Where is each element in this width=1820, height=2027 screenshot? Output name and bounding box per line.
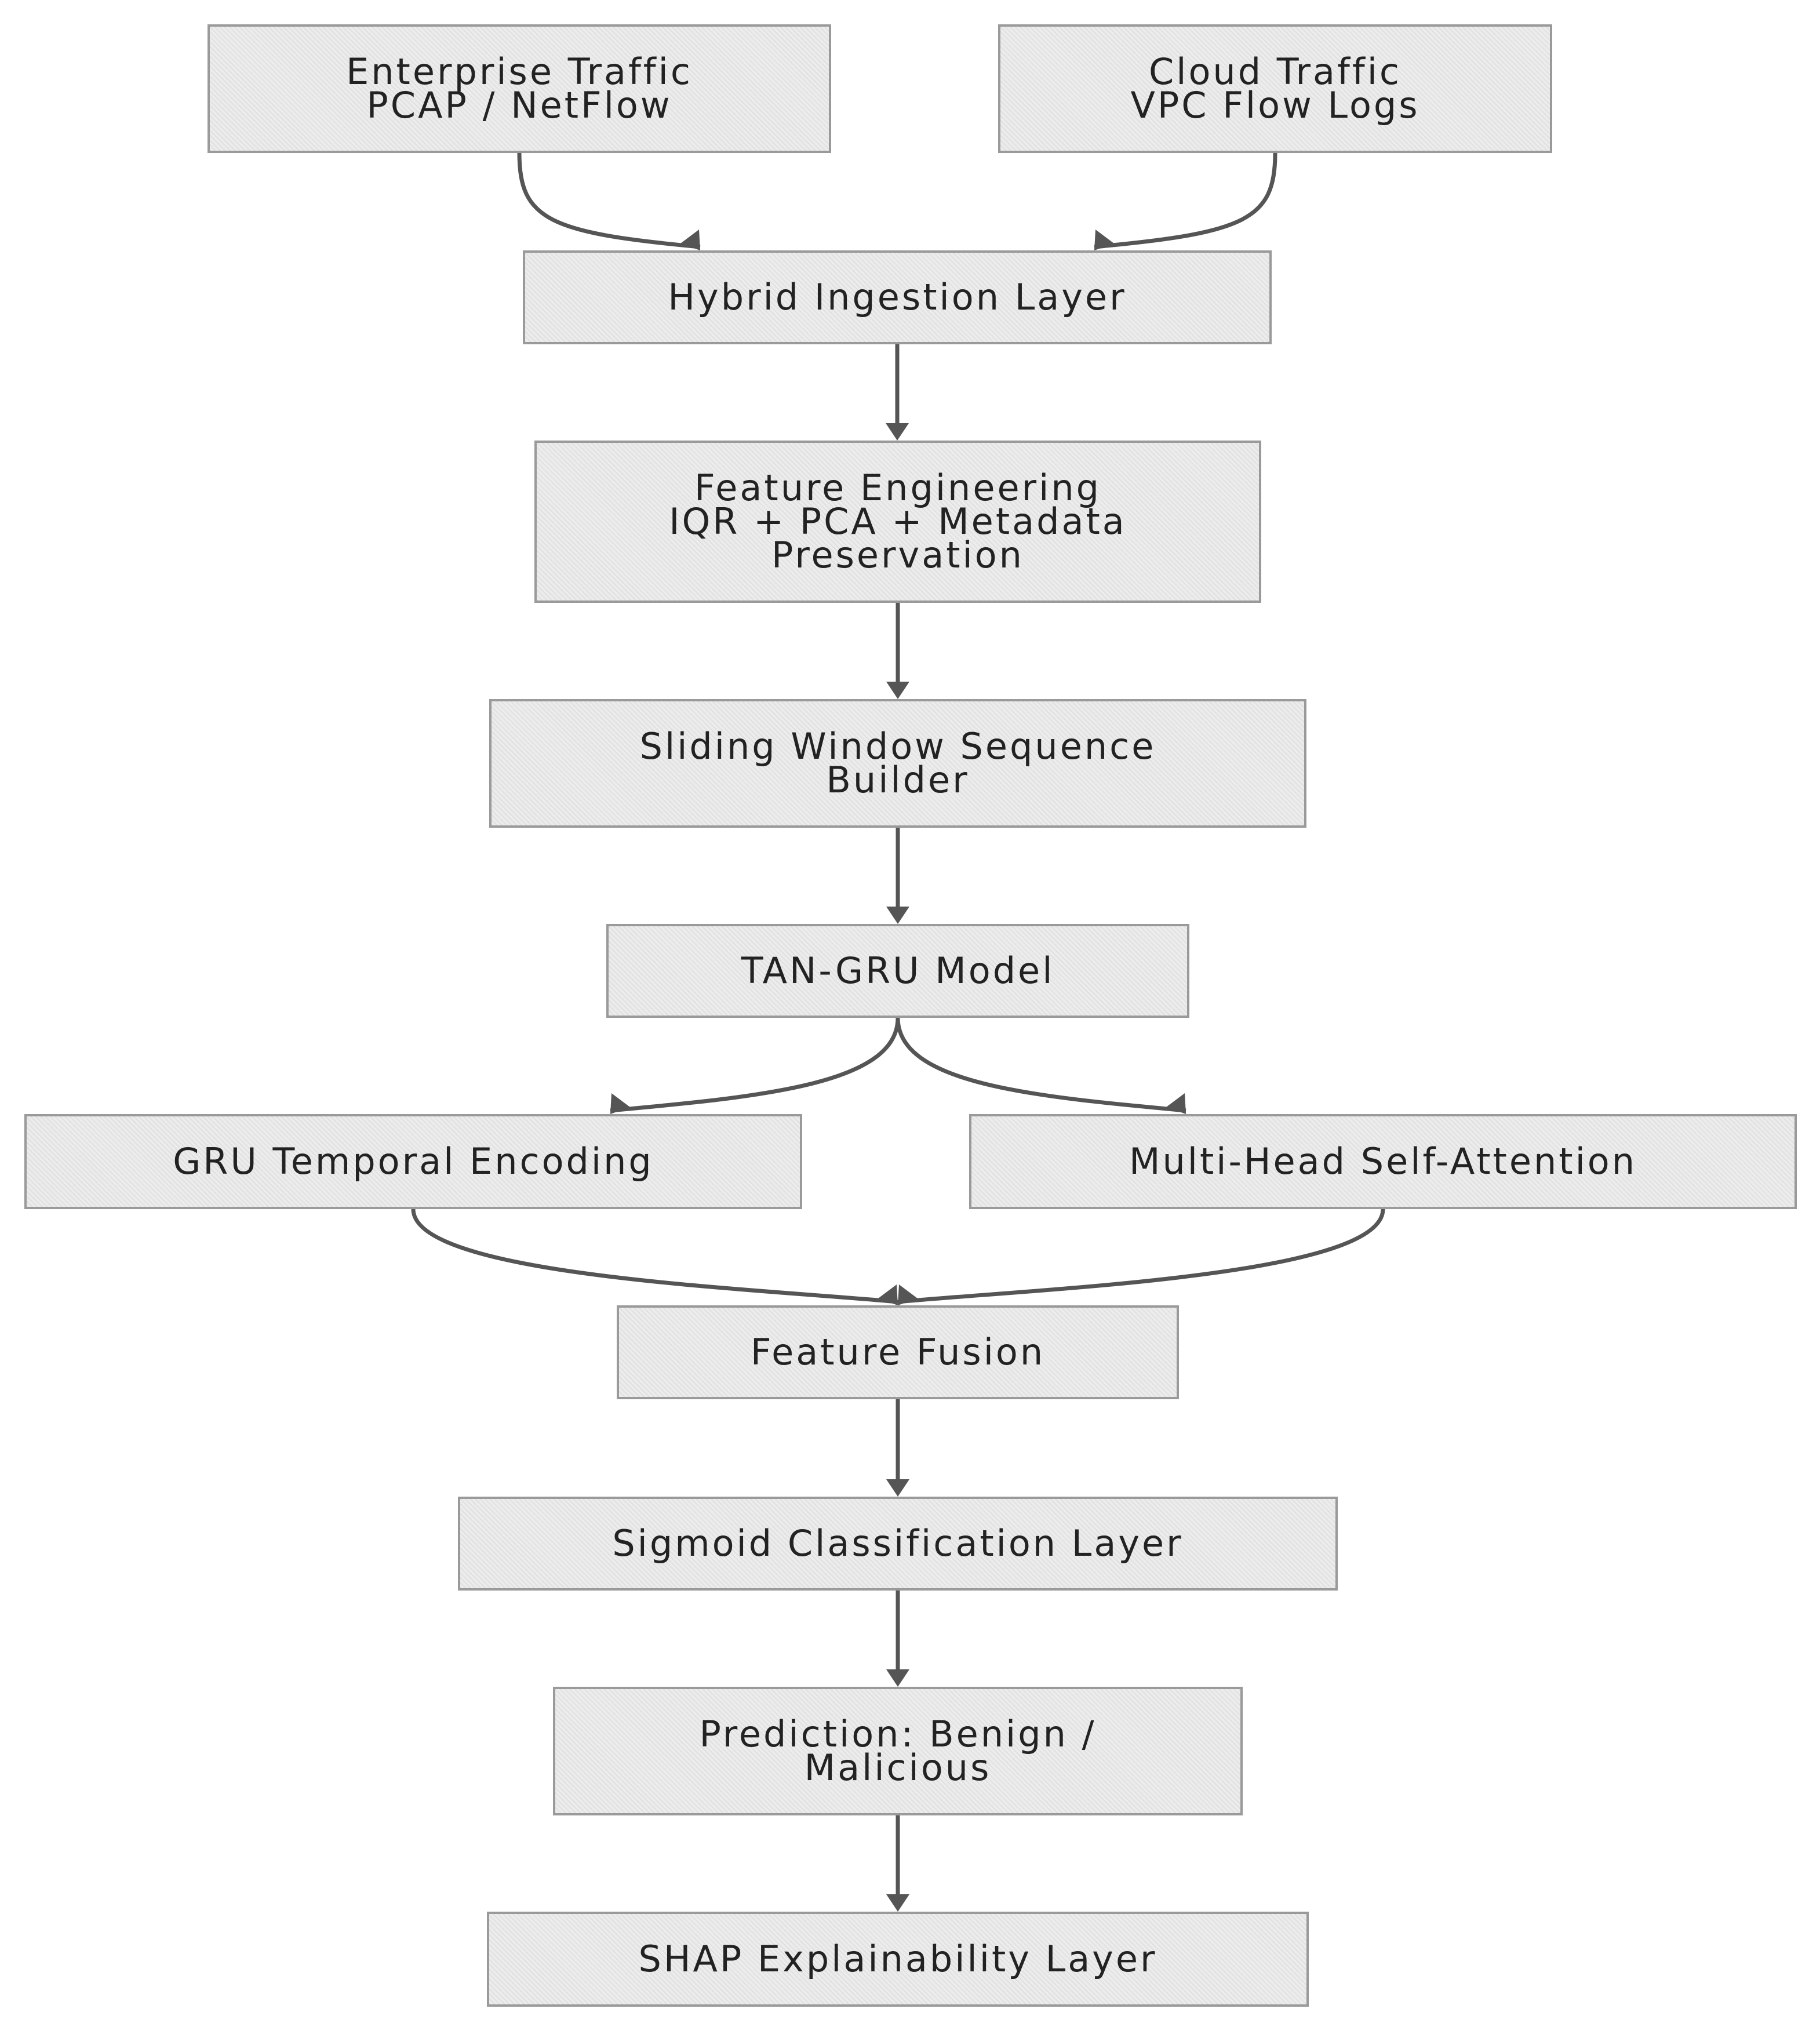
node-sliding-window-sequence-builder: Sliding Window Sequence Builder bbox=[489, 699, 1306, 828]
node-feature-engineering: Feature Engineering IQR + PCA + Metadata… bbox=[534, 441, 1261, 603]
node-label-line: Feature Engineering bbox=[694, 467, 1101, 509]
node-hybrid-ingestion-layer: Hybrid Ingestion Layer bbox=[523, 250, 1272, 344]
edge-attention-to-fusion bbox=[897, 1209, 1385, 1304]
node-cloud-traffic: Cloud Traffic VPC Flow Logs bbox=[998, 24, 1552, 153]
node-label-line: GRU Temporal Encoding bbox=[173, 1140, 654, 1182]
node-label-line: Feature Fusion bbox=[750, 1331, 1046, 1373]
arrowhead-icon bbox=[878, 1284, 898, 1305]
node-tan-gru-model: TAN-GRU Model bbox=[606, 924, 1189, 1018]
node-label-line: Hybrid Ingestion Layer bbox=[668, 276, 1127, 318]
node-label-line: VPC Flow Logs bbox=[1130, 84, 1420, 126]
arrowhead-icon bbox=[886, 682, 909, 699]
edge-enterprise-to-ingestion bbox=[517, 152, 701, 249]
node-gru-temporal-encoding: GRU Temporal Encoding bbox=[24, 1114, 802, 1209]
arrowhead-icon bbox=[1166, 1093, 1186, 1114]
node-label-line: Cloud Traffic bbox=[1148, 50, 1402, 93]
node-feature-fusion: Feature Fusion bbox=[617, 1305, 1179, 1399]
node-label-line: TAN-GRU Model bbox=[741, 949, 1055, 992]
node-label-line: Sigmoid Classification Layer bbox=[612, 1522, 1184, 1564]
arrowhead-icon bbox=[610, 1093, 630, 1114]
arrowhead-icon bbox=[886, 907, 909, 924]
node-shap-explainability-layer: SHAP Explainability Layer bbox=[487, 1912, 1309, 2007]
edge-tan_gru-to-gru_encoding bbox=[610, 1017, 900, 1113]
edge-tan_gru-to-attention bbox=[896, 1017, 1186, 1113]
node-label-line: Sliding Window Sequence bbox=[639, 725, 1156, 767]
node-label-line: PCAP / NetFlow bbox=[366, 84, 672, 126]
node-label-line: Multi-Head Self-Attention bbox=[1129, 1140, 1637, 1182]
node-multi-head-self-attention: Multi-Head Self-Attention bbox=[969, 1114, 1797, 1209]
node-enterprise-traffic: Enterprise Traffic PCAP / NetFlow bbox=[208, 24, 831, 153]
node-label-line: Enterprise Traffic bbox=[346, 50, 693, 93]
arrowhead-icon bbox=[898, 1284, 918, 1305]
arrowhead-icon bbox=[886, 1479, 909, 1497]
arrowhead-icon bbox=[680, 230, 700, 250]
node-label-line: IQR + PCA + Metadata bbox=[669, 500, 1127, 543]
node-label-line: Preservation bbox=[771, 534, 1024, 576]
arrowhead-icon bbox=[886, 423, 909, 441]
node-prediction-benign-malicious: Prediction: Benign / Malicious bbox=[553, 1687, 1243, 1815]
node-sigmoid-classification-layer: Sigmoid Classification Layer bbox=[458, 1497, 1338, 1591]
node-label-line: SHAP Explainability Layer bbox=[638, 1938, 1157, 1980]
node-label-line: Prediction: Benign / bbox=[699, 1713, 1097, 1755]
edge-cloud-to-ingestion bbox=[1094, 152, 1277, 249]
edge-gru_encoding-to-fusion bbox=[411, 1209, 898, 1304]
node-label-line: Builder bbox=[826, 759, 970, 801]
arrowhead-icon bbox=[886, 1669, 909, 1687]
node-label-line: Malicious bbox=[804, 1746, 992, 1789]
arrowhead-icon bbox=[1094, 230, 1114, 250]
arrowhead-icon bbox=[886, 1894, 909, 1912]
